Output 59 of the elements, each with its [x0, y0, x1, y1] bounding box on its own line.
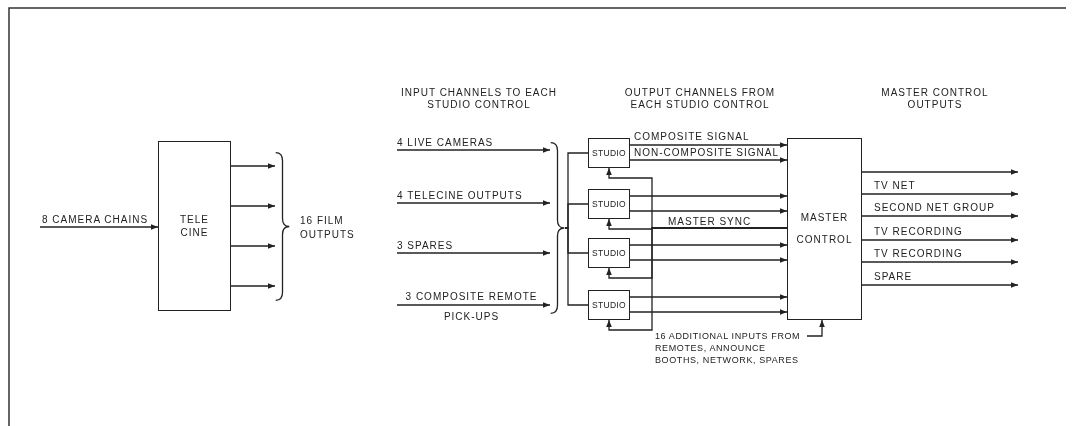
arrow	[629, 142, 788, 148]
arrow	[396, 200, 551, 206]
brace	[275, 152, 290, 301]
box-label: STUDIO	[592, 197, 626, 211]
arrow	[861, 191, 1019, 197]
arrow	[629, 208, 788, 214]
column-heading: MASTER CONTROL OUTPUTS	[880, 87, 990, 111]
edge-label: 8 CAMERA CHAINS	[42, 214, 149, 226]
arrow	[396, 302, 551, 308]
connector-line	[564, 227, 589, 306]
process-box	[588, 189, 630, 219]
arrow	[629, 193, 788, 199]
edge-label: SECOND NET GROUP	[874, 202, 995, 214]
arrow	[230, 203, 276, 209]
arrow	[39, 224, 159, 230]
arrow	[606, 227, 788, 331]
box-label: STUDIO	[592, 298, 626, 312]
process-box	[588, 138, 630, 168]
arrow	[806, 319, 825, 337]
arrow	[629, 309, 788, 315]
arrow	[396, 250, 551, 256]
arrow	[230, 243, 276, 249]
arrow	[629, 257, 788, 263]
edge-label: TV RECORDING	[874, 226, 963, 238]
arrow	[861, 259, 1019, 265]
note-text: 16 ADDITIONAL INPUTS FROM REMOTES, ANNOUNCE BOOTHS, NETWORK, SPARES	[655, 330, 802, 366]
arrow	[861, 169, 1019, 175]
edge-label: NON-COMPOSITE SIGNAL	[634, 147, 779, 159]
connector-line	[564, 203, 589, 229]
arrow	[629, 242, 788, 248]
edge-label: 4 LIVE CAMERAS	[397, 137, 494, 149]
edge-label: 3 COMPOSITE REMOTE PICK-UPS	[404, 290, 539, 324]
arrow	[396, 147, 551, 153]
arrow	[629, 157, 788, 163]
process-box	[787, 138, 862, 320]
column-heading: OUTPUT CHANNELS FROM EACH STUDIO CONTROL	[623, 87, 777, 111]
arrow	[861, 282, 1019, 288]
edge-label: SPARE	[874, 271, 913, 283]
box-label: STUDIO	[592, 146, 626, 160]
arrow	[230, 163, 276, 169]
annotation-text: 16 FILM OUTPUTS	[300, 214, 356, 242]
edge-label: 4 TELECINE OUTPUTS	[397, 190, 523, 202]
arrow	[629, 294, 788, 300]
column-heading: INPUT CHANNELS TO EACH STUDIO CONTROL	[400, 87, 558, 111]
arrow	[230, 283, 276, 289]
annotation-text: MASTER SYNC	[668, 216, 752, 228]
arrow	[861, 237, 1019, 243]
arrow	[861, 213, 1019, 219]
edge-label: TV NET	[874, 180, 916, 192]
edge-label: 3 SPARES	[397, 240, 454, 252]
box-label: MASTER CONTROL	[795, 211, 854, 247]
box-label: TELE CINE	[179, 213, 210, 239]
brace	[550, 142, 565, 314]
process-box	[158, 141, 231, 311]
edge-label: TV RECORDING	[874, 248, 963, 260]
process-box	[588, 238, 630, 268]
edge-label: COMPOSITE SIGNAL	[634, 131, 750, 143]
box-label: STUDIO	[592, 246, 626, 260]
process-box	[588, 290, 630, 320]
